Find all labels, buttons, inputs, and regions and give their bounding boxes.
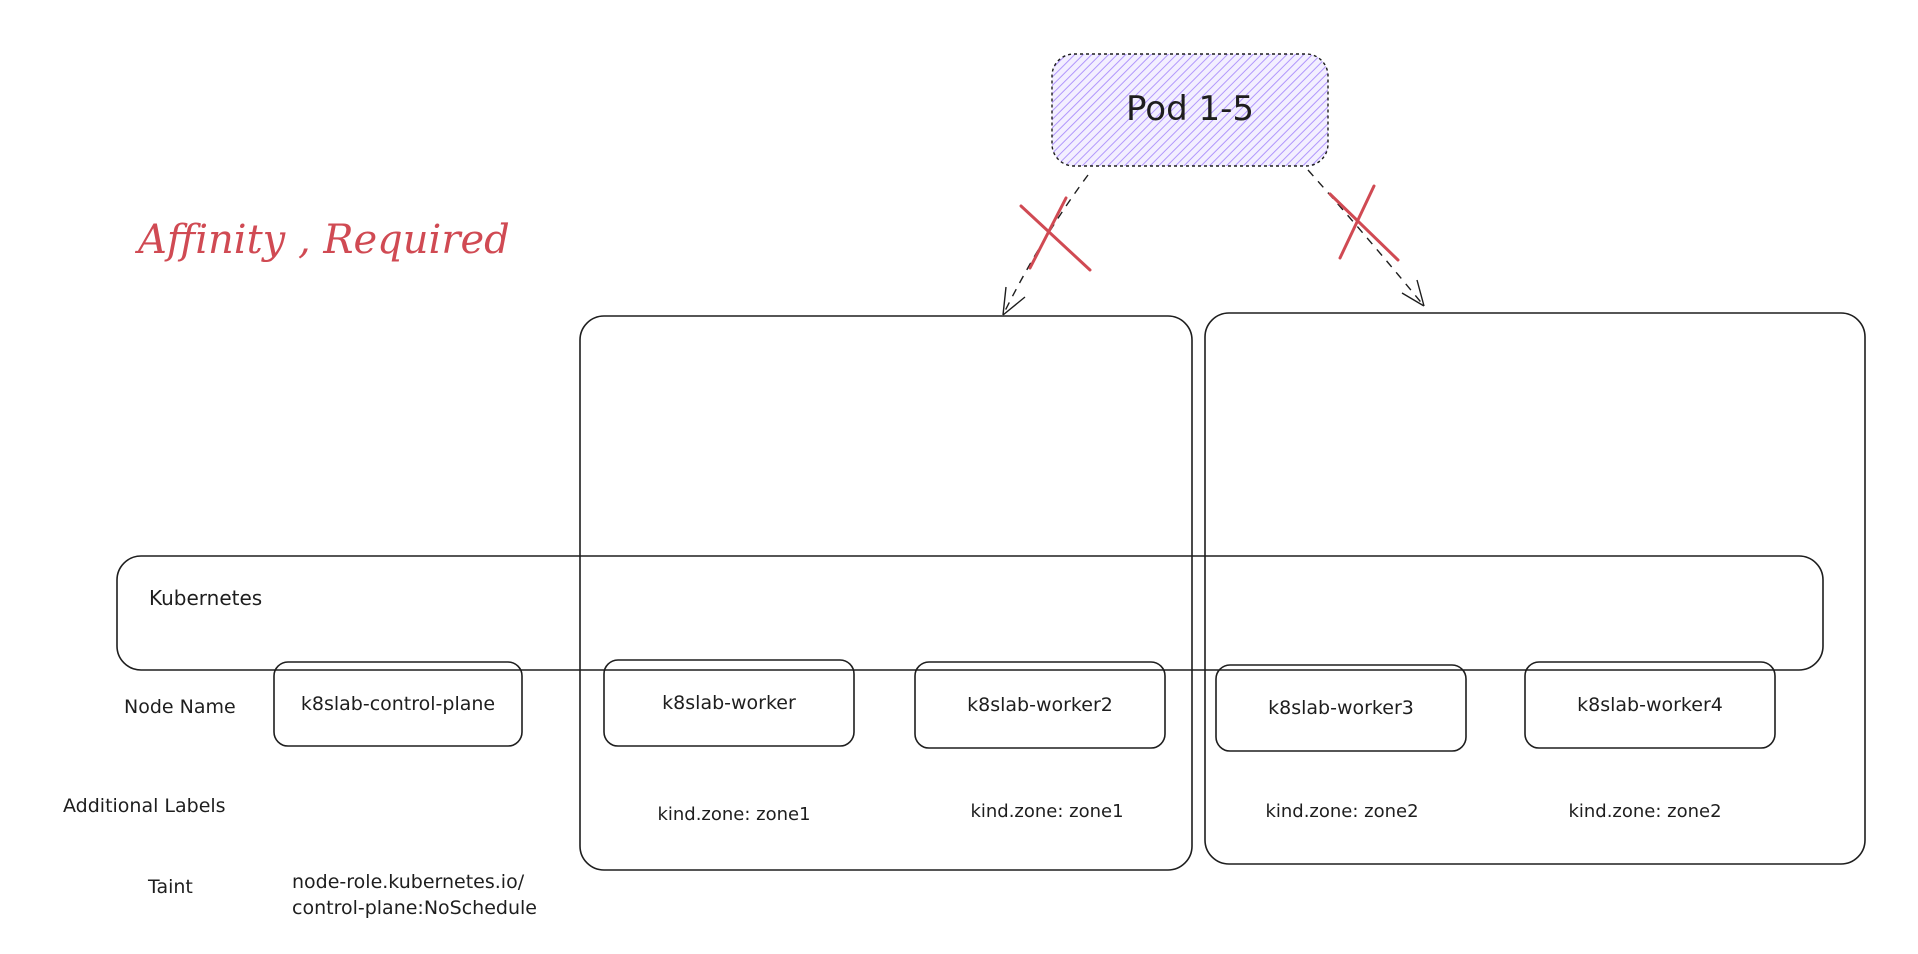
node-worker-zone-label: kind.zone: zone1 — [657, 804, 810, 825]
zone2-group-box[interactable] — [1204, 312, 1866, 865]
node-worker2-zone-label: kind.zone: zone1 — [970, 801, 1123, 822]
node-worker3[interactable]: k8slab-worker3 — [1215, 664, 1467, 752]
node-name-label: k8slab-control-plane — [301, 693, 495, 715]
node-worker[interactable]: k8slab-worker — [603, 659, 855, 747]
node-name-row-label: Node Name — [124, 696, 236, 718]
diagram-title: Affinity , Required — [134, 217, 510, 263]
blocked-cross-icon — [1328, 184, 1400, 262]
node-name-label: k8slab-worker2 — [967, 694, 1113, 716]
additional-labels-row-label: Additional Labels — [63, 795, 226, 817]
kubernetes-cluster-box[interactable] — [116, 555, 1824, 671]
node-name-label: k8slab-worker — [662, 692, 796, 714]
taint-row-label: Taint — [147, 876, 193, 898]
node-worker2[interactable]: k8slab-worker2 — [914, 661, 1166, 749]
pod-box[interactable] — [1051, 53, 1329, 167]
node-name-label: k8slab-worker3 — [1268, 697, 1414, 719]
kubernetes-label: Kubernetes — [149, 586, 262, 610]
arrow-to-zone1 — [1002, 174, 1089, 316]
blocked-cross-icon — [1019, 196, 1092, 272]
zone1-group-box[interactable] — [579, 315, 1193, 871]
node-worker4-zone-label: kind.zone: zone2 — [1568, 801, 1721, 822]
node-name-label: k8slab-worker4 — [1577, 694, 1723, 716]
taint-value-line2: control-plane:NoSchedule — [292, 897, 537, 919]
node-control-plane[interactable]: k8slab-control-plane — [273, 661, 523, 747]
pod-label: Pod 1-5 — [1126, 89, 1254, 129]
node-worker4[interactable]: k8slab-worker4 — [1524, 661, 1776, 749]
arrow-to-zone2 — [1307, 169, 1425, 307]
node-worker3-zone-label: kind.zone: zone2 — [1265, 801, 1418, 822]
taint-value-line1: node-role.kubernetes.io/ — [292, 871, 525, 893]
